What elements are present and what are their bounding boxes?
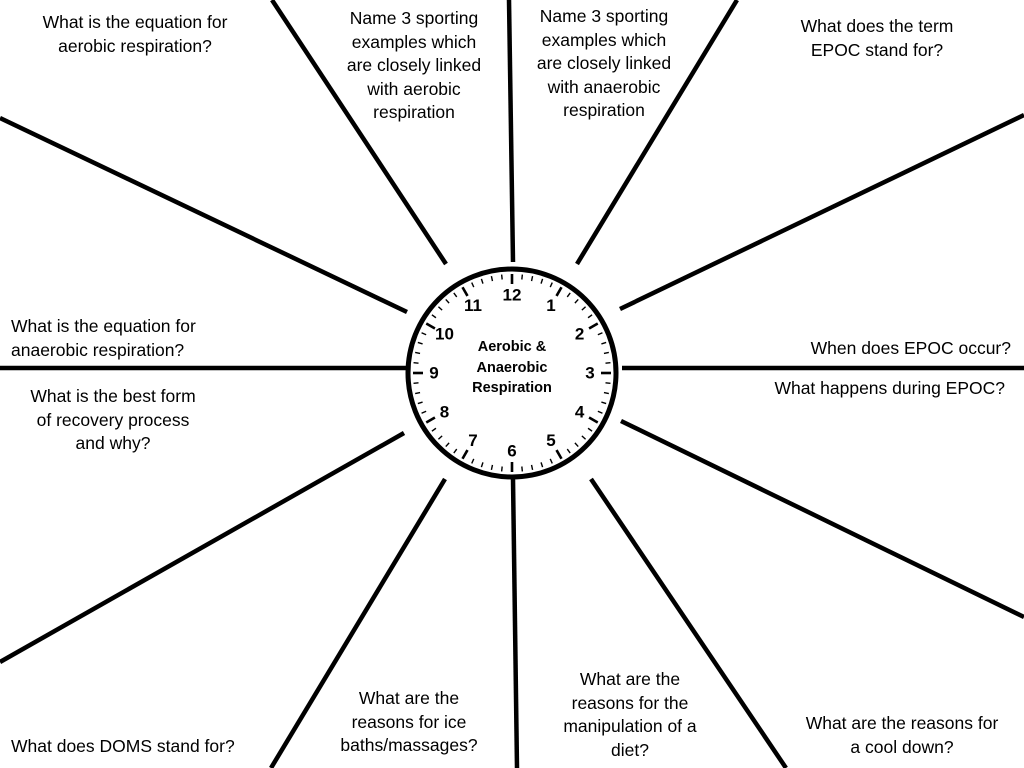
question-anaerobic-equation: What is the equation for anaerobic respi… xyxy=(11,316,196,360)
ray-top xyxy=(506,0,516,263)
question-ice-baths: What are the reasons for ice baths/massa… xyxy=(340,688,478,755)
clock-hour-tick xyxy=(425,416,436,424)
clock-hour-tick xyxy=(425,322,436,330)
question-recovery-form: What is the best form of recovery proces… xyxy=(30,386,196,453)
clock-number: 3 xyxy=(585,364,594,383)
clock-minute-tick xyxy=(549,282,553,288)
clock-minute-tick xyxy=(605,382,611,385)
clock-minute-tick xyxy=(417,401,423,405)
ray-bottom-right xyxy=(589,477,788,768)
clock-minute-tick xyxy=(605,361,611,364)
clock-minute-tick xyxy=(540,462,544,468)
clock-minute-tick xyxy=(490,464,494,470)
clock-minute-tick xyxy=(566,448,571,454)
clock-hour-tick xyxy=(461,286,469,297)
clock-minute-tick xyxy=(530,464,534,470)
clock-hour-tick xyxy=(461,449,469,460)
clock-minute-tick xyxy=(490,276,494,282)
clock-number: 10 xyxy=(435,325,454,344)
question-cool-down: What are the reasons for a cool down? xyxy=(805,713,999,757)
clock-minute-tick xyxy=(471,282,475,288)
ray-top-right xyxy=(575,0,739,266)
clock-number: 7 xyxy=(468,431,477,450)
question-anaerobic-sports: Name 3 sporting examples which are close… xyxy=(536,6,672,120)
clock-minute-tick xyxy=(587,427,593,432)
clock-number: 12 xyxy=(503,286,522,305)
clock-minute-tick xyxy=(574,442,579,448)
clock-minute-tick xyxy=(437,435,443,440)
question-epoc-term: What does the term EPOC stand for? xyxy=(800,16,954,60)
clock-minute-tick xyxy=(530,276,534,282)
ray-lower-right xyxy=(620,418,1024,620)
clock-minute-tick xyxy=(581,435,587,440)
clock-number: 11 xyxy=(464,296,482,315)
question-doms: What does DOMS stand for? xyxy=(11,736,235,756)
clock-minute-tick xyxy=(603,391,609,395)
clock-number: 2 xyxy=(575,325,584,344)
clock-minute-tick xyxy=(471,458,475,464)
clock-minute-tick xyxy=(413,382,419,385)
clock-minute-tick xyxy=(601,401,607,405)
clock-minute-tick xyxy=(597,410,603,414)
ray-upper-right xyxy=(619,112,1024,312)
clock-minute-tick xyxy=(566,292,571,298)
question-diet: What are the reasons for the manipulatio… xyxy=(563,669,697,760)
clock-minute-tick xyxy=(431,314,437,319)
ray-bottom-left xyxy=(269,477,447,768)
clock-number: 8 xyxy=(440,403,449,422)
clock-minute-tick xyxy=(453,292,458,298)
ray-top-left xyxy=(270,0,448,266)
clock-minute-tick xyxy=(417,341,423,345)
clock-minute-tick xyxy=(413,361,419,364)
question-aerobic-sports: Name 3 sporting examples which are close… xyxy=(346,8,482,122)
clock-minute-tick xyxy=(453,448,458,454)
clock-minute-tick xyxy=(521,274,524,280)
question-aerobic-equation: What is the equation for aerobic respira… xyxy=(42,12,228,56)
clock-minute-tick xyxy=(601,341,607,345)
clock-minute-tick xyxy=(480,462,484,468)
clock-minute-tick xyxy=(445,298,450,304)
question-epoc-occur: When does EPOC occur? xyxy=(810,338,1011,358)
clock-minute-tick xyxy=(521,466,524,472)
clock-rim xyxy=(405,266,619,480)
clock-minute-tick xyxy=(415,351,421,355)
clock-minute-tick xyxy=(421,332,427,336)
clock-minute-tick xyxy=(480,278,484,284)
clock-number: 4 xyxy=(575,403,585,422)
clock-minute-tick xyxy=(500,274,503,280)
clock-hour-tick xyxy=(555,449,563,460)
ray-lower-left xyxy=(0,431,406,664)
clock-minute-tick xyxy=(500,466,503,472)
clock-number: 6 xyxy=(507,442,516,461)
clock-hour-tick xyxy=(588,416,599,424)
ray-bottom xyxy=(510,478,520,768)
clock-minute-tick xyxy=(421,410,427,414)
clock-minute-tick xyxy=(540,278,544,284)
clock-minute-tick xyxy=(597,332,603,336)
clock-minute-tick xyxy=(437,306,443,311)
clock-minute-tick xyxy=(574,298,579,304)
clock-minute-tick xyxy=(445,442,450,448)
clock-number: 9 xyxy=(429,364,438,383)
diagram-center-title: Aerobic & Anaerobic Respiration xyxy=(472,339,552,396)
clock-number: 1 xyxy=(546,296,555,315)
clock-minute-tick xyxy=(549,458,553,464)
clock-number: 5 xyxy=(546,431,555,450)
question-epoc-during: What happens during EPOC? xyxy=(774,378,1005,398)
ray-upper-left xyxy=(0,115,408,315)
clock-minute-tick xyxy=(431,427,437,432)
clock-minute-tick xyxy=(415,391,421,395)
clock-hour-tick xyxy=(588,322,599,330)
clock-hour-tick xyxy=(555,286,563,297)
clock-minute-tick xyxy=(581,306,587,311)
clock-minute-tick xyxy=(587,314,593,319)
clock-minute-tick xyxy=(603,351,609,355)
